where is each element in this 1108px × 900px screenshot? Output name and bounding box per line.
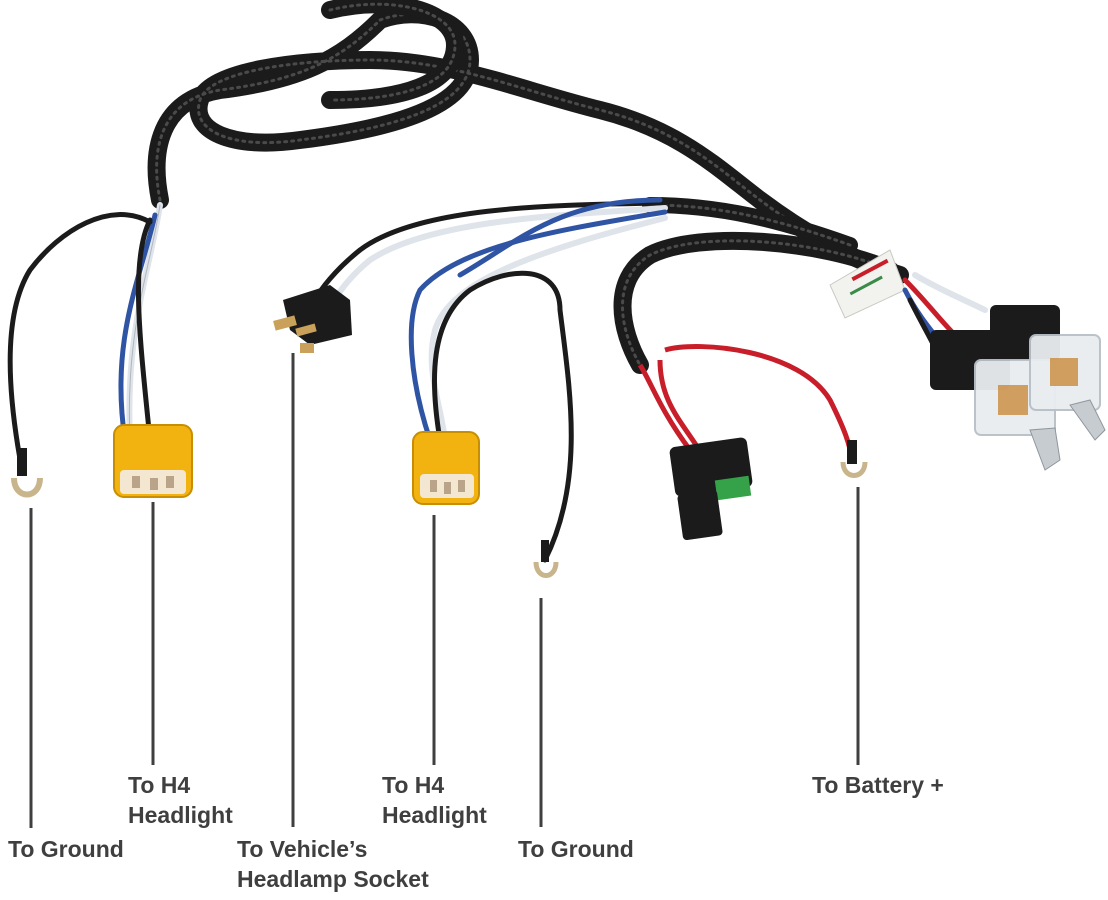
label-line: To H4 xyxy=(382,772,445,798)
label-line: To H4 xyxy=(128,772,191,798)
center-wires xyxy=(312,197,668,563)
label-to-battery-plus: To Battery + xyxy=(812,770,944,800)
label-to-ground-left: To Ground xyxy=(8,834,124,864)
ground-lug-left xyxy=(11,448,43,498)
label-line: Headlight xyxy=(382,802,487,828)
harness-branch-loom xyxy=(642,197,858,253)
label-to-vehicle-headlamp-socket: To Vehicle’s Headlamp Socket xyxy=(237,834,429,894)
harness-main-loom xyxy=(147,0,909,284)
battery-lug xyxy=(840,440,868,478)
label-line: To Vehicle’s xyxy=(237,836,368,862)
leader-lines xyxy=(29,353,860,828)
label-line: To Ground xyxy=(518,836,634,862)
label-line: Headlamp Socket xyxy=(237,866,429,892)
battery-lead-loom xyxy=(613,231,899,374)
label-line: To Ground xyxy=(8,836,124,862)
label-to-h4-headlight-left: To H4 Headlight xyxy=(128,770,233,830)
fuse-holder xyxy=(637,344,855,541)
label-line: To Battery + xyxy=(812,772,944,798)
h4-connector-right xyxy=(412,431,480,505)
harness-label-tag xyxy=(829,249,906,319)
ground-lug-right xyxy=(533,540,559,578)
h4-connector-left xyxy=(113,424,193,498)
label-to-ground-right: To Ground xyxy=(518,834,634,864)
relay-pair xyxy=(930,305,1106,471)
vehicle-socket-plug xyxy=(273,285,352,353)
label-line: Headlight xyxy=(128,802,233,828)
label-to-h4-headlight-right: To H4 Headlight xyxy=(382,770,487,830)
left-wires xyxy=(7,202,163,473)
